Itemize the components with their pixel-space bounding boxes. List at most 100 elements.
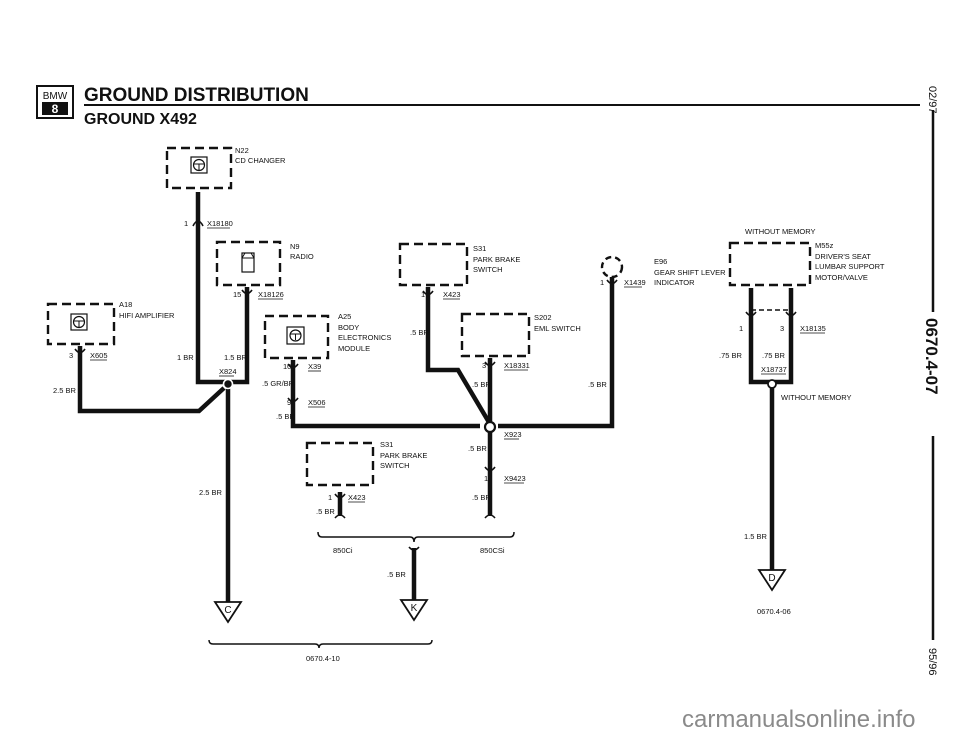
m55z-note: WITHOUT MEMORY (745, 227, 816, 236)
x9423-down-wire: .5 BR (472, 493, 491, 502)
wire-body-module (290, 360, 480, 429)
e96-connector: X1439 (624, 278, 646, 287)
wire-seat-pin3 (772, 288, 794, 385)
date-bottom: 95/96 (926, 648, 938, 676)
component-s31-top-box (398, 242, 469, 287)
connector-x423-top-icon (422, 290, 434, 296)
wire-end-850ci-icon (334, 514, 346, 519)
a25-wire2: .5 BR (276, 412, 295, 421)
s31-top-name-line2: SWITCH (473, 265, 503, 274)
ground-d-letter: D (768, 573, 775, 584)
variant-850csi: 850CSi (480, 546, 505, 555)
a25-connector: X39 (308, 362, 321, 371)
n22-connector: X18180 (207, 219, 233, 228)
a18-wire: 2.5 BR (53, 386, 77, 395)
ground-c-icon: C (213, 601, 243, 624)
wire-gear-indicator (498, 277, 615, 429)
m55z-connector: X18135 (800, 324, 826, 333)
s31-bottom-wire: .5 BR (316, 507, 335, 516)
date-top: 02/97 (926, 86, 938, 114)
connector-x506-icon (287, 397, 299, 403)
wire-cd-changer (195, 192, 228, 385)
a25-name-line2: ELECTRONICS (338, 333, 391, 342)
s31-top-name-line1: PARK BRAKE (473, 255, 520, 264)
a18-pin: 3 (69, 351, 73, 360)
x824-splice-label: X824 (219, 367, 237, 376)
wire-seat-pin1 (748, 288, 772, 385)
ground-c-letter: C (224, 605, 231, 616)
variant-brace (317, 531, 515, 543)
s202-name: EML SWITCH (534, 324, 581, 333)
m55z-wire-out: 1.5 BR (744, 532, 768, 541)
component-s202-box (460, 312, 531, 358)
connector-x9423-icon (484, 466, 496, 472)
bmw-logo: BMW 8 (36, 85, 74, 119)
merged-wire: .5 BR (387, 570, 406, 579)
m55z-splice: X18737 (761, 365, 787, 374)
s202-pin: 3 (482, 361, 486, 370)
m55z-wire-a: .75 BR (719, 351, 743, 360)
connector-x18135-pin3-icon (785, 311, 797, 317)
n9-connector: X18126 (258, 290, 284, 299)
a25-name-line1: BODY (338, 323, 359, 332)
x9423-pin: 1 (484, 474, 488, 483)
m55z-name-line1: DRIVER'S SEAT (815, 252, 871, 261)
speaker-icon (286, 326, 305, 345)
x824-down-wire: 2.5 BR (199, 488, 223, 497)
s31-top-connector: X423 (443, 290, 461, 299)
variant-850ci: 850Ci (333, 546, 353, 555)
x824-right-wire: 1.5 BR (224, 353, 248, 362)
connector-x18126-icon (241, 289, 253, 295)
speaker-icon (70, 313, 88, 331)
a25-id: A25 (338, 312, 351, 321)
s31-bottom-id: S31 (380, 440, 393, 449)
n9-pin: 15 (233, 290, 241, 299)
a25-pin: 10 (283, 362, 291, 371)
s202-id: S202 (534, 313, 552, 322)
ground-d-ref: 0670.4-06 (757, 607, 791, 616)
a18-id: A18 (119, 300, 132, 309)
a25-connector2: X506 (308, 398, 326, 407)
connector-symbols (74, 220, 797, 551)
e96-id: E96 (654, 257, 667, 266)
s31-bottom-name-line2: SWITCH (380, 461, 410, 470)
ground-k-letter: K (411, 603, 418, 614)
component-n9-box (215, 240, 282, 287)
component-m55z-box (728, 241, 812, 287)
n9-id: N9 (290, 242, 300, 251)
s31-top-pin: 1 (421, 290, 425, 299)
m55z-note-bottom: WITHOUT MEMORY (781, 393, 852, 402)
component-e96-lamp (600, 255, 624, 279)
wire-park-brake-top (425, 287, 492, 426)
page-title: GROUND DISTRIBUTION (84, 85, 309, 106)
s31-bottom-connector: X423 (348, 493, 366, 502)
logo-series: 8 (52, 102, 59, 116)
page-subtitle: GROUND X492 (84, 111, 197, 128)
wire-radio (228, 287, 250, 385)
component-n22-box (165, 146, 233, 190)
m55z-name-line2: LUMBAR SUPPORT (815, 262, 885, 271)
page-code: 0670.4-07 (922, 318, 941, 395)
e96-name-line1: GEAR SHIFT LEVER (654, 268, 726, 277)
connector-x18180-icon (192, 220, 204, 227)
radio-icon (241, 252, 255, 273)
x923-down-wire: .5 BR (468, 444, 487, 453)
n22-name: CD CHANGER (235, 156, 286, 165)
ground-ck-ref: 0670.4-10 (306, 654, 340, 663)
a18-connector: X605 (90, 351, 108, 360)
logo-text: BMW (43, 91, 68, 102)
s31-bottom-pin: 1 (328, 493, 332, 502)
n22-pin: 1 (184, 219, 188, 228)
s31-top-wire: .5 BR (410, 328, 429, 337)
component-a25-box (263, 314, 330, 360)
speaker-icon (190, 156, 208, 174)
s202-wire: .5 BR (472, 380, 491, 389)
component-a18-box (46, 302, 116, 346)
splice-x824 (222, 378, 234, 390)
wire-hifi-amp (77, 346, 226, 414)
ground-ck-brace (208, 639, 433, 649)
s31-top-id: S31 (473, 244, 486, 253)
connector-x18331-icon (484, 361, 496, 367)
m55z-id: M55z (815, 241, 834, 250)
